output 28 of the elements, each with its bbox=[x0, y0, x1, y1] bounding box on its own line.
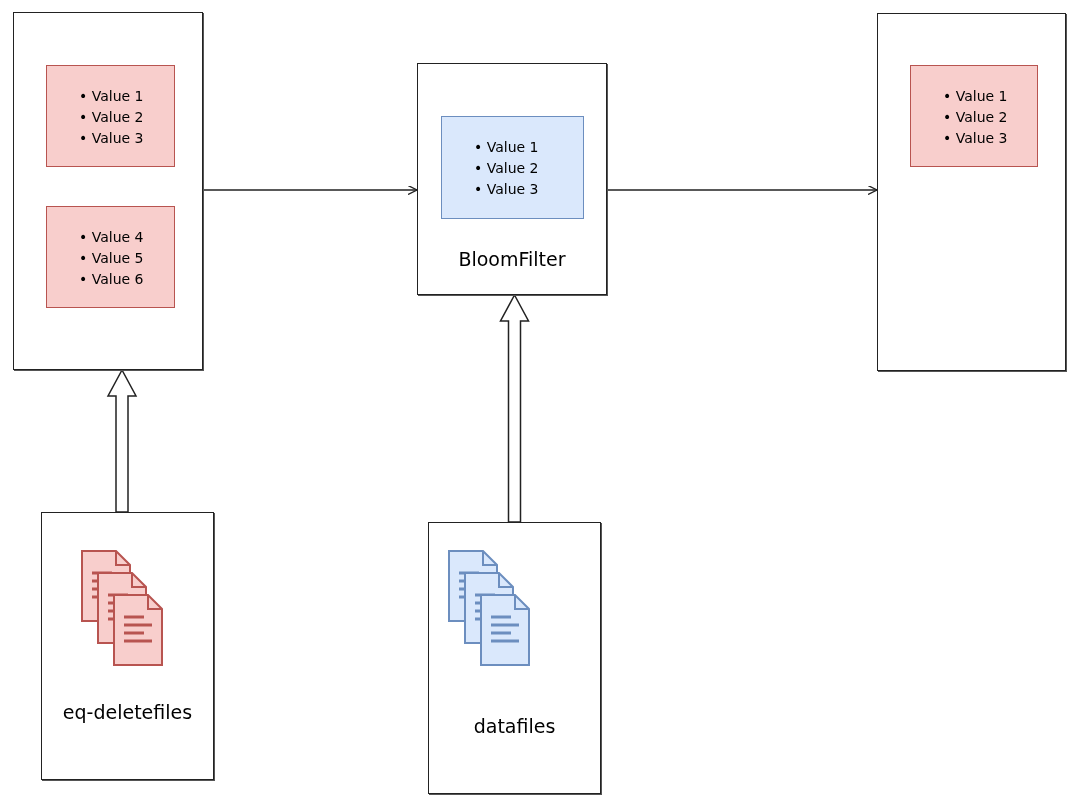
list-item: • Value 2 bbox=[943, 108, 1009, 127]
list-item: • Value 4 bbox=[79, 228, 145, 247]
value-box bbox=[46, 65, 175, 167]
list-item: • Value 3 bbox=[79, 129, 145, 148]
value-box bbox=[441, 116, 584, 219]
list-item: • Value 1 bbox=[474, 138, 540, 157]
box-label: eq-deletefiles bbox=[62, 701, 193, 723]
list-item: • Value 2 bbox=[79, 108, 145, 127]
container-box bbox=[13, 12, 203, 370]
arrow bbox=[106, 368, 138, 513]
list-item: • Value 3 bbox=[943, 129, 1009, 148]
list-item: • Value 5 bbox=[79, 249, 145, 268]
box-label: datafiles bbox=[473, 715, 556, 737]
list-item: • Value 3 bbox=[474, 180, 540, 199]
arrow bbox=[606, 184, 878, 196]
list-item: • Value 1 bbox=[79, 87, 145, 106]
list-item: • Value 6 bbox=[79, 270, 145, 289]
list-item: • Value 1 bbox=[943, 87, 1009, 106]
arrow bbox=[499, 293, 530, 523]
container-box bbox=[428, 522, 601, 794]
container-box bbox=[41, 512, 214, 780]
box-label: BloomFilter bbox=[458, 248, 566, 270]
container-box bbox=[877, 13, 1066, 371]
arrow bbox=[202, 184, 418, 196]
list-item: • Value 2 bbox=[474, 159, 540, 178]
container-box bbox=[417, 63, 607, 295]
value-box bbox=[46, 206, 175, 308]
value-box bbox=[910, 65, 1038, 167]
